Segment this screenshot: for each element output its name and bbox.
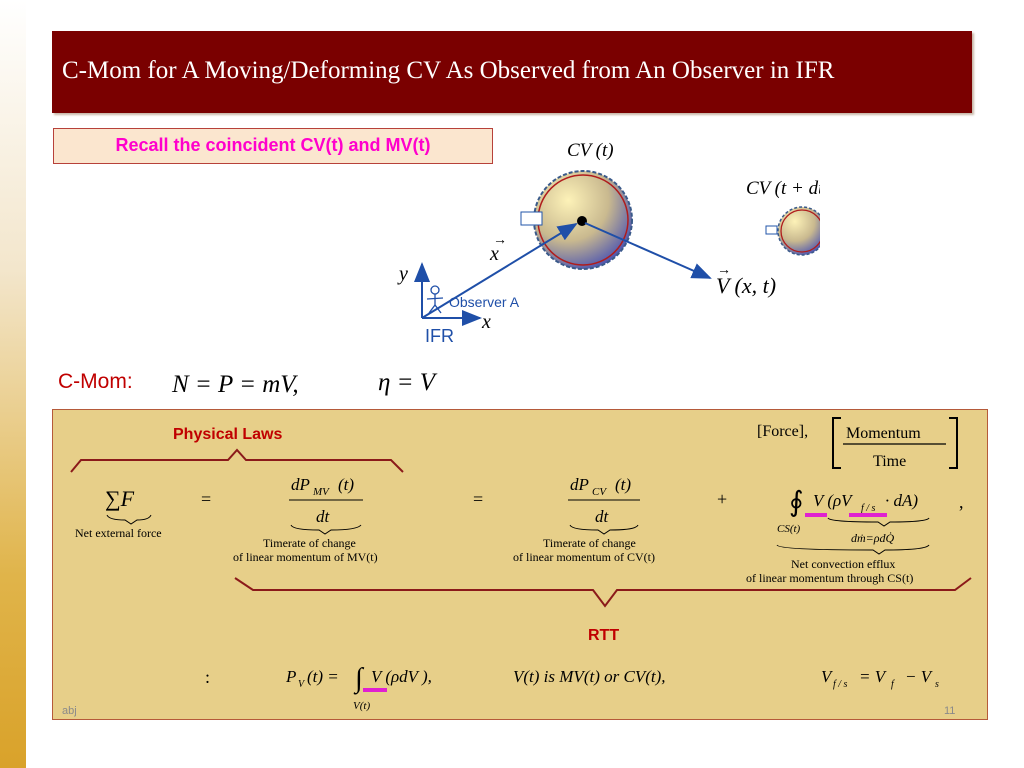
vs-subscript: s (935, 679, 939, 690)
cv-t-dt-label: CV (t + dt) (746, 178, 820, 199)
decorative-side-bar (0, 0, 26, 768)
cv-small-outer (777, 206, 820, 256)
pv-symbol: P (285, 667, 296, 686)
equation-panel: Physical Laws [Force], Momentum Time ∑F … (52, 409, 988, 720)
vfs-symbol: V (821, 667, 834, 686)
time-unit: Time (873, 453, 906, 470)
dp-cv-subscript: CV (592, 486, 607, 498)
cv-rate-line1: Timerate of change (543, 536, 636, 550)
observer-icon (426, 285, 444, 314)
dp-mv-subscript: MV (312, 486, 330, 498)
sum-force: ∑F (105, 486, 135, 511)
convection-line2: of linear momentum through CS(t) (746, 571, 913, 585)
pv-equals: (t) = (307, 667, 339, 686)
integrand-subscript: f / s (861, 503, 876, 514)
recall-text: Recall the coincident CV(t) and MV(t) (115, 135, 431, 155)
pv-subscript: V (298, 679, 306, 690)
cv-small-rectangle (765, 225, 778, 235)
convection-underbrace (776, 544, 930, 555)
dp-mv-underbrace (290, 524, 362, 535)
force-bracket-label: [Force], (757, 423, 808, 440)
ifr-label: IFR (425, 326, 454, 346)
integrand-start: V (ρV (813, 491, 854, 510)
pv-integrand: V (ρdV ), (371, 667, 432, 686)
physical-laws-label: Physical Laws (173, 426, 282, 443)
net-external-force-label: Net external force (75, 526, 162, 540)
definition-colon: : (205, 667, 210, 687)
right-square-bracket (949, 417, 958, 469)
dp-mv-denominator: dt (316, 507, 331, 526)
dp-cv-underbrace (569, 524, 639, 535)
integrand-comma: , (959, 492, 964, 512)
dp-cv-numerator: dP (570, 475, 589, 494)
x-axis-label: x (481, 311, 491, 333)
vf-equals: = V (859, 667, 888, 686)
momentum-unit: Momentum (846, 425, 921, 442)
cs-t-label: CS(t) (777, 523, 801, 535)
volume-integral-icon: ∫ (353, 663, 365, 695)
slide-title: C-Mom for A Moving/Deforming CV As Obser… (62, 57, 835, 84)
cv-diagram: CV (t) CV (t + dt) x → V (x, t) → y x Ob… (397, 140, 820, 346)
vt-is-text: V(t) is MV(t) or CV(t), (513, 667, 666, 686)
dp-cv-denominator: dt (595, 507, 610, 526)
cv-small-boundary (780, 209, 820, 253)
point-marker (577, 216, 587, 226)
convection-line1: Net convection efflux (791, 557, 895, 571)
mass-flow-label: dṁ=ρdQ̇ (851, 531, 895, 545)
x-vector-label: x (489, 243, 499, 265)
equals-1: = (201, 489, 211, 509)
vf-subscript: f (891, 679, 895, 690)
cmom-n-equation: N = P = mV, (171, 371, 299, 398)
observer-label: Observer A (449, 294, 520, 310)
velocity-label: V (x, t) (716, 273, 776, 298)
mv-rate-line1: Timerate of change (263, 536, 356, 550)
rtt-label: RTT (588, 627, 619, 644)
recall-box: Recall the coincident CV(t) and MV(t) (53, 128, 493, 164)
cmom-label: C-Mom: (58, 370, 133, 393)
vs-minus: − V (905, 667, 934, 686)
cmom-eta-equation: η = V (378, 369, 438, 396)
sum-force-underbrace (106, 514, 152, 525)
footer-author: abj (62, 705, 77, 717)
rtt-equation-svg: Physical Laws [Force], Momentum Time ∑F … (70, 417, 972, 712)
physical-laws-bracket (70, 448, 404, 473)
cv-rate-line2: of linear momentum of CV(t) (513, 550, 655, 564)
x-vector-arrow-icon: → (493, 233, 507, 248)
left-square-bracket (832, 417, 841, 469)
integrand-end: · dA) (885, 491, 918, 510)
position-vector (421, 222, 578, 319)
title-bar: C-Mom for A Moving/Deforming CV As Obser… (52, 31, 972, 113)
cv-t-label: CV (t) (567, 140, 614, 161)
plus-sign: + (717, 489, 727, 509)
rtt-bracket (234, 577, 972, 608)
surface-integral-icon: ∮ (789, 487, 804, 518)
dp-mv-numerator: dP (291, 475, 310, 494)
velocity-vector (584, 222, 712, 279)
cv-rectangle (520, 211, 543, 226)
page-number: 11 (944, 705, 956, 717)
equals-2: = (473, 489, 483, 509)
y-axis-label: y (397, 263, 408, 285)
velocity-arrow-icon: → (717, 263, 731, 278)
vt-limit-label: V(t) (353, 700, 370, 712)
dp-mv-time: (t) (338, 475, 354, 494)
vfs-subscript: f / s (833, 679, 848, 690)
dp-cv-time: (t) (615, 475, 631, 494)
flux-underbrace (827, 517, 930, 527)
mv-rate-line2: of linear momentum of MV(t) (233, 550, 378, 564)
cmom-equation: N = P = mV, η = V (171, 369, 438, 398)
